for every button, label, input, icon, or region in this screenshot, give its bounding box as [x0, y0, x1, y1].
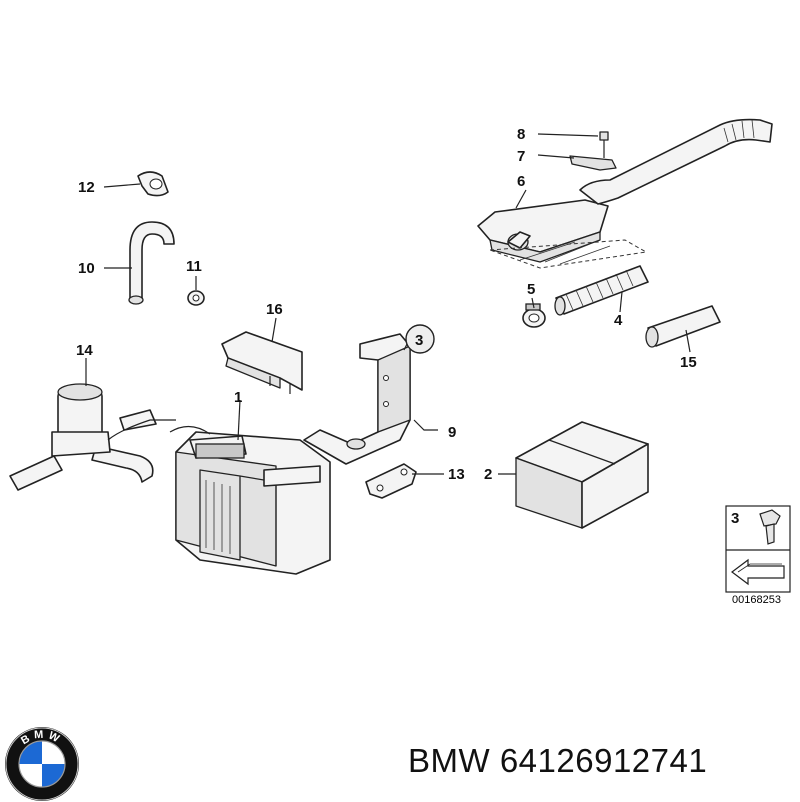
callout-12: 12	[78, 179, 95, 196]
callout-3-circle	[405, 324, 435, 354]
straight-hose	[645, 305, 721, 348]
water-valve	[9, 383, 176, 491]
callout-10: 10	[78, 260, 95, 277]
bent-hose	[128, 221, 175, 305]
callout-5: 5	[527, 281, 535, 298]
callout-8: 8	[517, 126, 525, 143]
callout-3: 3	[415, 332, 423, 349]
callout-9: 9	[448, 424, 456, 441]
callout-1: 1	[234, 389, 242, 406]
hose-clip	[137, 171, 169, 197]
callout-7: 7	[517, 148, 525, 165]
bmw-logo: BMW	[5, 727, 79, 801]
callout-14: 14	[76, 342, 93, 359]
heater-unit	[169, 425, 331, 575]
callout-13: 13	[448, 466, 465, 483]
corrugated-hose	[554, 265, 649, 316]
callout-labels: 1 2 3 4 5 6 7 8 9 10 11 12 13 14 15 16	[76, 126, 697, 483]
brand-name: BMW	[408, 742, 491, 779]
mounting-bracket	[303, 333, 411, 465]
callout-2: 2	[484, 466, 492, 483]
callout-4: 4	[614, 312, 623, 329]
arrow-icon	[731, 558, 785, 586]
callout-16: 16	[266, 301, 283, 318]
callout-11: 11	[186, 258, 202, 275]
leader-lines	[85, 133, 691, 475]
small-clamp	[187, 290, 205, 306]
exhaust-muffler	[477, 118, 773, 269]
small-bracket	[365, 463, 417, 499]
part-caption: BMW 64126912741	[408, 742, 707, 780]
cover-plate	[221, 331, 303, 394]
package-box	[515, 421, 649, 529]
callout-6: 6	[517, 173, 525, 190]
legend-box: 3 00168253	[725, 505, 791, 606]
diagram-code: 00168253	[732, 594, 781, 606]
hose-clamp-5	[522, 303, 546, 328]
bolt-icon	[759, 509, 781, 545]
part-number: 64126912741	[499, 742, 708, 779]
callout-15: 15	[680, 354, 697, 371]
legend-item-label: 3	[731, 510, 739, 527]
